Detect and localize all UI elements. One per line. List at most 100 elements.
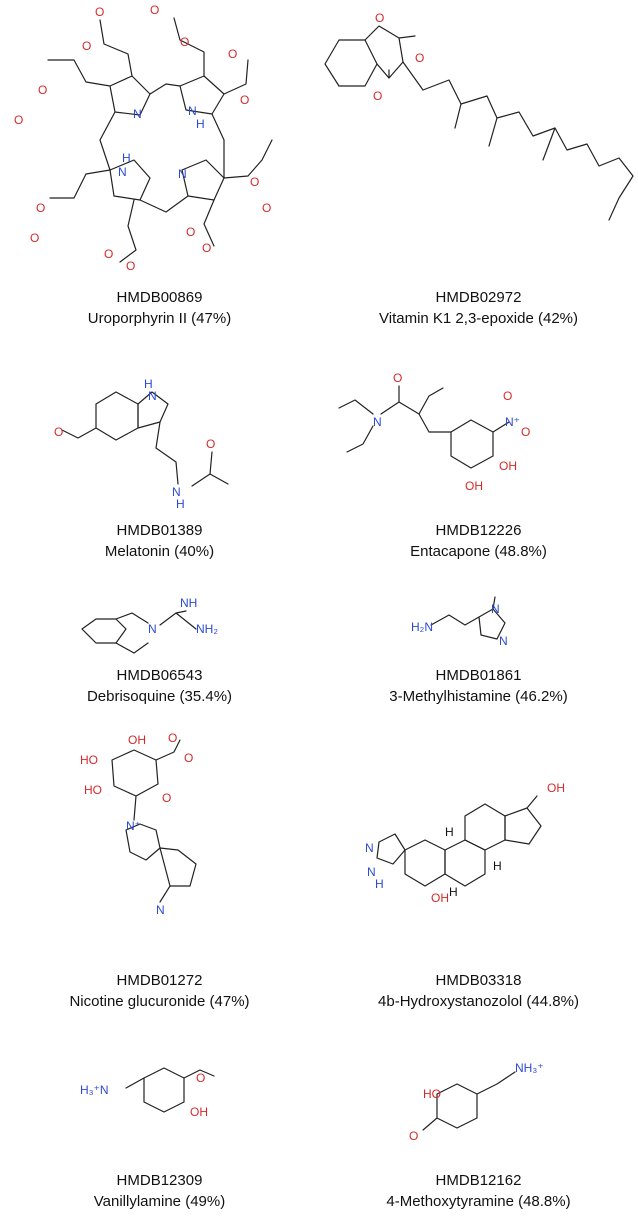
svg-text:O: O [196, 1071, 205, 1085]
svg-text:H: H [176, 497, 185, 511]
svg-text:N: N [156, 903, 165, 917]
svg-text:O: O [375, 11, 384, 25]
compound-id: HMDB01389 [116, 522, 203, 539]
svg-text:O: O [202, 241, 211, 255]
svg-text:NH₃⁺: NH₃⁺ [515, 1061, 544, 1075]
svg-text:N⁺: N⁺ [505, 415, 520, 429]
structure-entacapone: N O N⁺ O O OH OH [338, 371, 530, 493]
compound-name: Nicotine glucuronide (47%) [69, 993, 250, 1010]
compound-cell-vanillylamine: H₃⁺N O OH HMDB12309 Vanillylamine (49%) [0, 1060, 319, 1224]
svg-text:O: O [126, 259, 135, 273]
svg-text:O: O [30, 231, 39, 245]
svg-text:N: N [118, 165, 127, 179]
svg-text:O: O [228, 47, 237, 61]
svg-text:N: N [133, 107, 142, 121]
svg-text:H: H [122, 151, 131, 165]
compound-cell-nicotine-glucuronide: OH HO HO O O O N⁺ N HMDB01272 Nicotine g… [0, 730, 319, 1040]
structure-3-methylhistamine: H₂N N N [411, 596, 508, 648]
svg-text:O: O [162, 791, 171, 805]
svg-text:HO: HO [423, 1087, 441, 1101]
compound-id: HMDB12309 [116, 1172, 203, 1189]
svg-text:N: N [188, 104, 197, 118]
compound-name: 4-Methoxytyramine (48.8%) [386, 1193, 571, 1210]
svg-text:O: O [36, 201, 45, 215]
compound-name: Entacapone (48.8%) [410, 543, 547, 560]
compound-name: Vitamin K1 2,3-epoxide (42%) [379, 310, 578, 327]
svg-text:O: O [168, 731, 177, 745]
svg-text:H: H [144, 377, 153, 391]
svg-text:NH: NH [180, 596, 197, 610]
svg-text:OH: OH [431, 891, 449, 905]
structure-uroporphyrin: N N H H N N O O O O O O O O O O O O O O … [14, 3, 273, 273]
svg-text:O: O [54, 425, 63, 439]
svg-text:OH: OH [499, 459, 517, 473]
svg-text:H₃⁺N: H₃⁺N [80, 1083, 109, 1097]
svg-text:N: N [148, 622, 157, 636]
svg-text:O: O [250, 175, 259, 189]
svg-text:O: O [184, 751, 193, 765]
svg-text:O: O [503, 389, 512, 403]
compound-id: HMDB02972 [435, 289, 522, 306]
svg-text:OH: OH [190, 1105, 208, 1119]
compound-id: HMDB01861 [435, 667, 522, 684]
compound-cell-4b-hydroxystanozolol: N N H OH OH H H H HMDB03318 4b-Hydroxyst… [319, 730, 638, 1040]
svg-text:O: O [373, 89, 382, 103]
compound-cell-uroporphyrin: N N H H N N O O O O O O O O O O O O O O … [0, 0, 319, 340]
svg-text:N: N [367, 865, 376, 879]
compound-cell-vitamin-k1-epoxide: O O O HMDB02972 Vitamin K1 2,3-epoxide (… [319, 0, 638, 340]
structure-4-methoxytyramine: HO O NH₃⁺ [409, 1061, 544, 1143]
compound-id: HMDB06543 [116, 667, 203, 684]
compound-name: 4b-Hydroxystanozolol (44.8%) [378, 993, 579, 1010]
svg-text:O: O [150, 3, 159, 17]
structure-nicotine-glucuronide: OH HO HO O O O N⁺ N [80, 731, 197, 917]
svg-text:H: H [196, 117, 205, 131]
compound-name: Debrisoquine (35.4%) [86, 688, 233, 705]
compound-name: Uroporphyrin II (47%) [87, 310, 232, 327]
svg-text:O: O [206, 437, 215, 451]
svg-text:H: H [493, 859, 502, 873]
compound-name: Melatonin (40%) [104, 543, 215, 560]
compound-cell-4-methoxytyramine: HO O NH₃⁺ HMDB12162 4-Methoxytyramine (4… [319, 1060, 638, 1224]
compound-id: HMDB01272 [116, 972, 203, 989]
svg-text:HO: HO [80, 753, 98, 767]
structure-vitamin-k1-epoxide: O O O [324, 11, 634, 221]
svg-text:OH: OH [547, 781, 565, 795]
compound-id: HMDB03318 [435, 972, 522, 989]
svg-text:N: N [178, 167, 187, 181]
svg-text:O: O [104, 247, 113, 261]
svg-text:O: O [240, 93, 249, 107]
svg-text:O: O [95, 5, 104, 19]
svg-text:O: O [409, 1129, 418, 1143]
svg-text:O: O [180, 35, 189, 49]
svg-text:N: N [148, 389, 157, 403]
svg-text:N: N [365, 841, 374, 855]
compound-id: HMDB12162 [435, 1172, 522, 1189]
structure-debrisoquine: N NH NH₂ [81, 596, 218, 654]
svg-text:OH: OH [128, 733, 146, 747]
svg-text:O: O [38, 83, 47, 97]
compound-name: 3-Methylhistamine (46.2%) [389, 688, 568, 705]
svg-text:H: H [375, 877, 384, 891]
svg-text:N: N [373, 415, 382, 429]
svg-text:O: O [415, 51, 424, 65]
svg-text:N⁺: N⁺ [126, 819, 141, 833]
svg-text:HO: HO [84, 783, 102, 797]
compound-cell-entacapone: N O N⁺ O O OH OH HMDB12226 Entacapone (4… [319, 360, 638, 590]
svg-text:H: H [449, 885, 458, 899]
structure-vanillylamine: H₃⁺N O OH [80, 1067, 215, 1119]
svg-text:H₂N: H₂N [411, 620, 433, 634]
svg-text:OH: OH [465, 479, 483, 493]
compound-cell-debrisoquine: N NH NH₂ HMDB06543 Debrisoquine (35.4%) [0, 595, 319, 715]
compound-id: HMDB12226 [435, 522, 522, 539]
compound-name: Vanillylamine (49%) [93, 1193, 226, 1210]
svg-text:O: O [521, 425, 530, 439]
svg-text:N: N [491, 602, 500, 616]
svg-text:O: O [14, 113, 23, 127]
svg-text:O: O [82, 39, 91, 53]
structure-melatonin: H N O N H O [54, 377, 229, 511]
svg-text:O: O [262, 201, 271, 215]
svg-text:O: O [186, 225, 195, 239]
svg-text:N: N [499, 634, 508, 648]
svg-text:NH₂: NH₂ [196, 622, 218, 636]
structure-4b-hydroxystanozolol: N N H OH OH H H H [365, 781, 565, 905]
